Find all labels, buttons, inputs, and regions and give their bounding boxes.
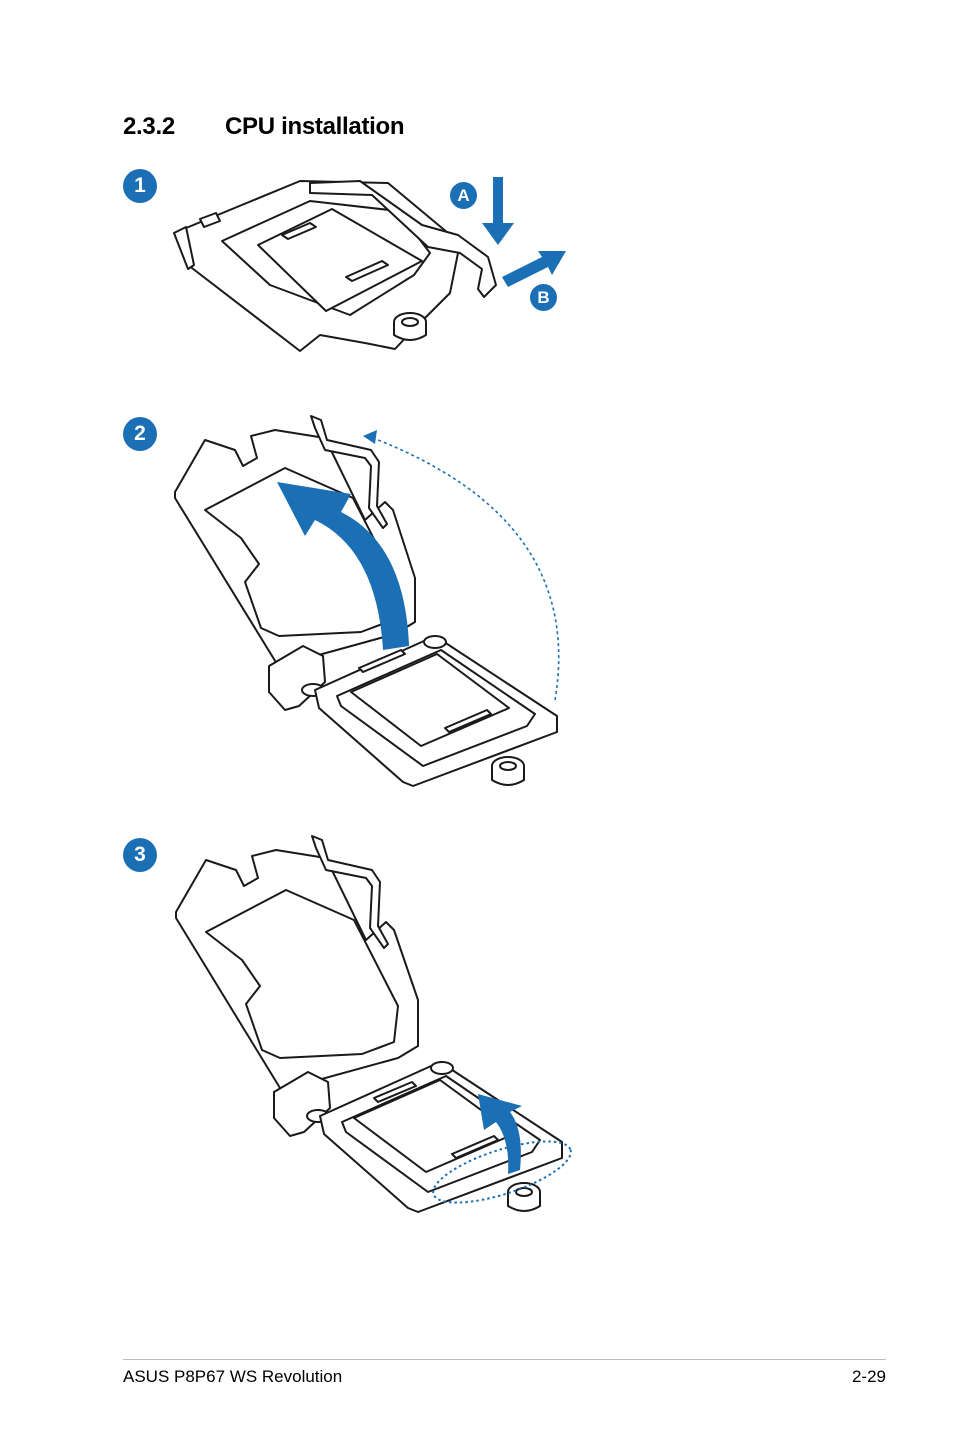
section-number: 2.3.2 [123,113,175,140]
step-1-label-b: B [530,284,557,311]
step-1-label-a: A [450,182,477,209]
section-title: CPU installation [225,113,405,140]
step-1-badge: 1 [123,169,157,203]
step-2-badge: 2 [123,417,157,451]
footer-manual-title: ASUS P8P67 WS Revolution [123,1367,343,1386]
step-3-badge: 3 [123,838,157,872]
footer-divider [123,1359,886,1360]
step-3-socket-illustration [175,835,572,1213]
step-1-socket-illustration [173,177,566,352]
step-2-socket-illustration [174,415,560,787]
section-heading: 2.3.2 CPU installation [123,113,405,141]
footer-page-number: 2-29 [851,1367,886,1386]
